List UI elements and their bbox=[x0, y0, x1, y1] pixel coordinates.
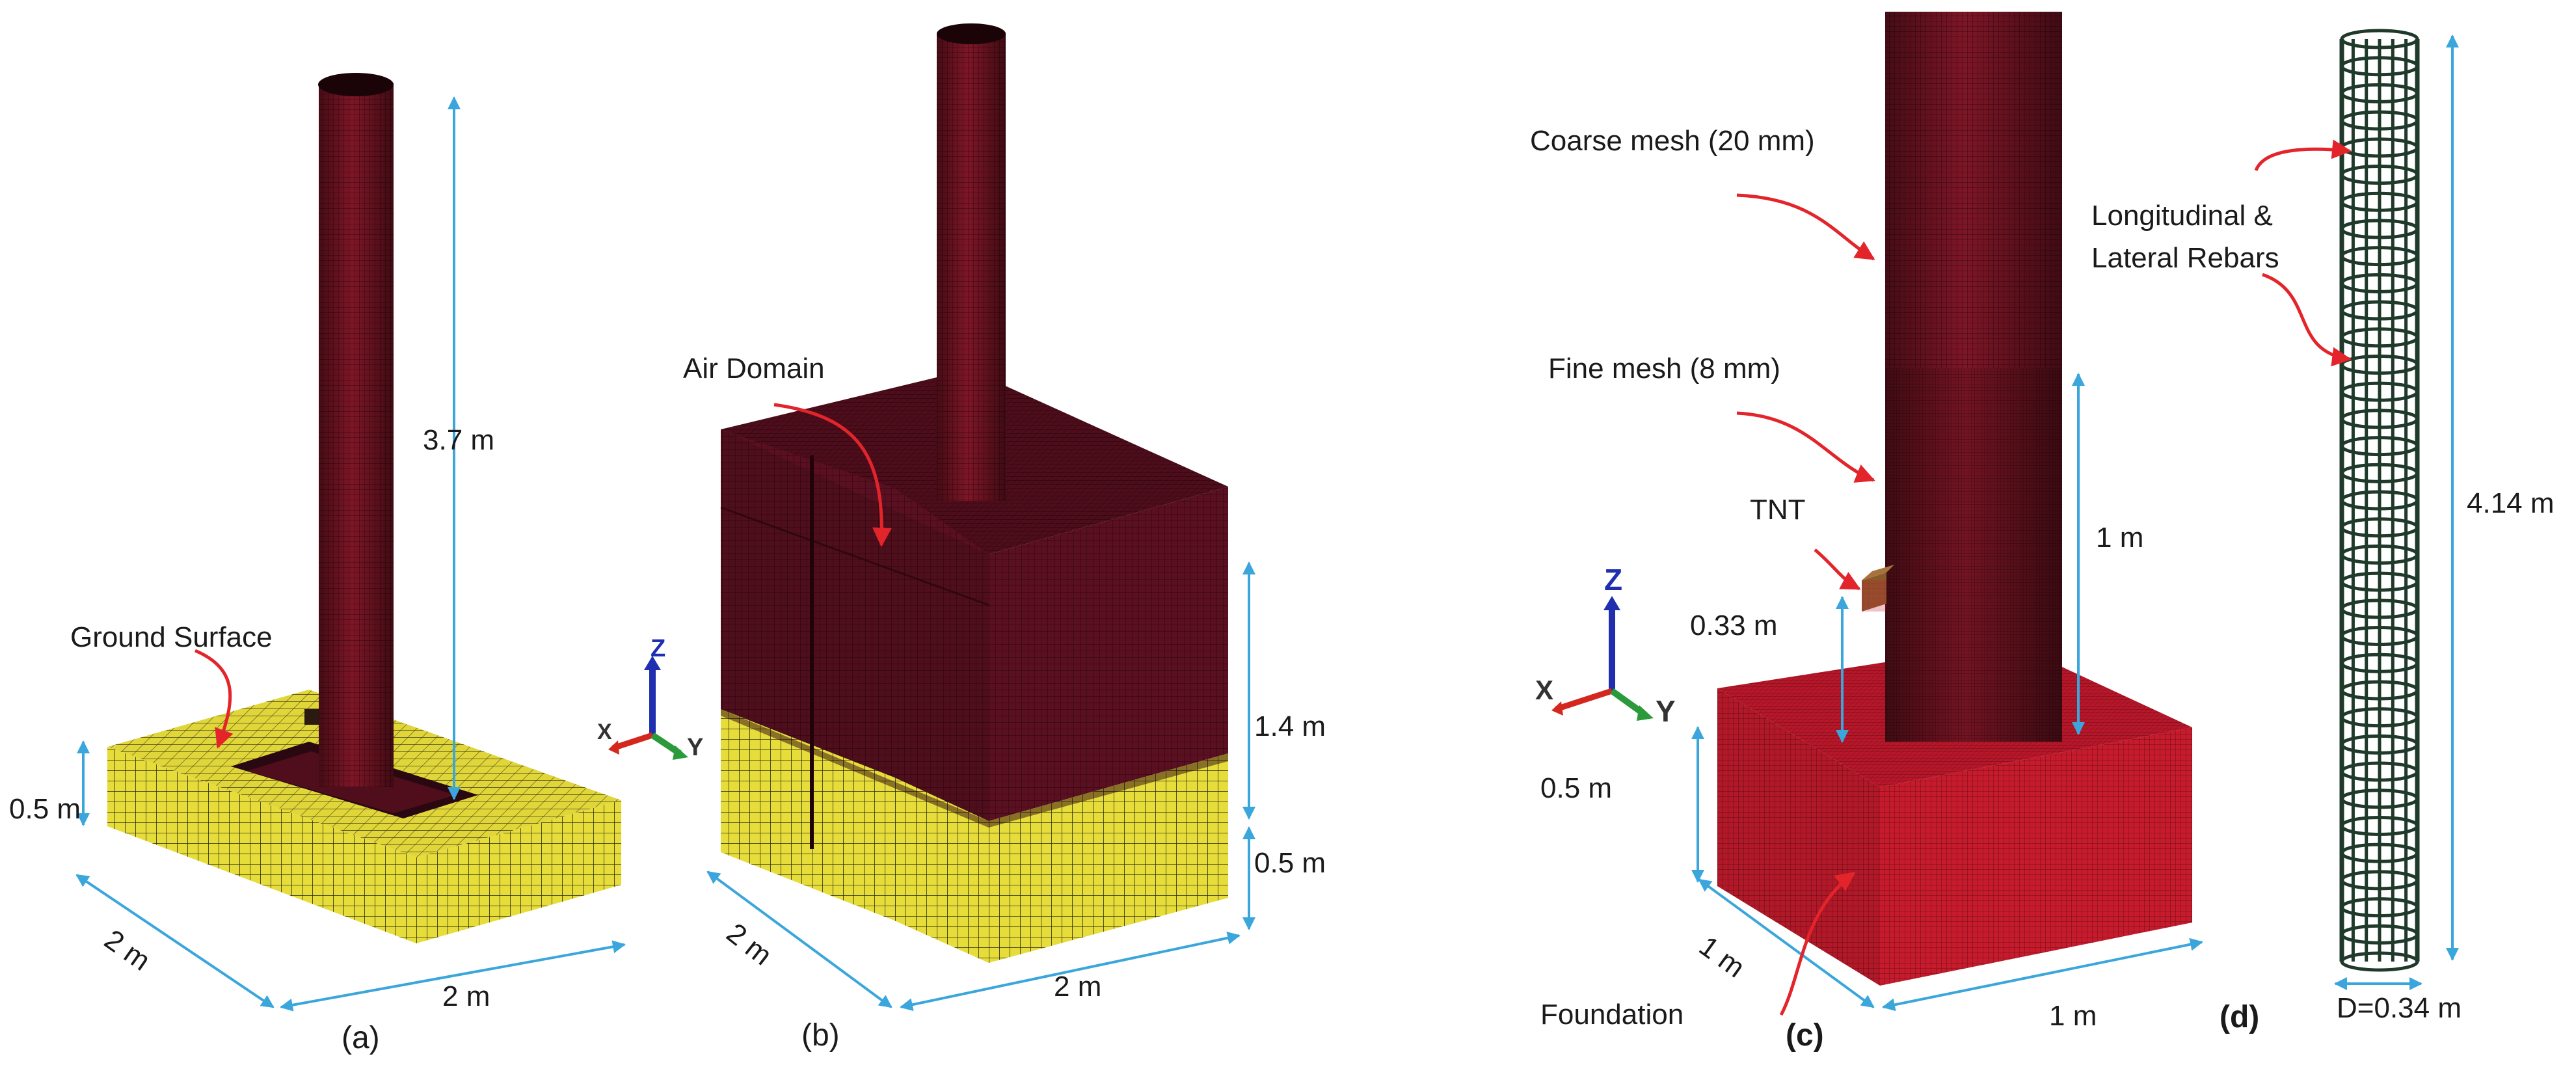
axis-z-label-c: Z bbox=[1604, 563, 1623, 597]
lateral-hoop bbox=[2340, 734, 2419, 755]
label-width-right-a: 2 m bbox=[442, 980, 490, 1012]
lateral-hoop bbox=[2340, 56, 2419, 77]
caption-c: (c) bbox=[1786, 1018, 1824, 1053]
lateral-hoop bbox=[2340, 599, 2419, 619]
arrow-rebar-mid bbox=[2262, 273, 2352, 367]
label-height-d: 4.14 m bbox=[2467, 487, 2555, 519]
lateral-hoop bbox=[2340, 300, 2419, 321]
lateral-hoop bbox=[2340, 626, 2419, 647]
lateral-hoop bbox=[2340, 707, 2419, 728]
lateral-hoop bbox=[2340, 273, 2419, 293]
column-a-top bbox=[318, 73, 394, 96]
lateral-hoop bbox=[2340, 571, 2419, 592]
label-rebars-line1: Longitudinal & bbox=[2091, 200, 2273, 232]
foundation-right-face bbox=[1880, 727, 2192, 986]
axis-triad-b bbox=[608, 656, 688, 760]
lateral-hoop bbox=[2340, 83, 2419, 103]
dim-width-left-c bbox=[1698, 878, 1875, 1008]
label-rebars-line2: Lateral Rebars bbox=[2091, 242, 2279, 274]
tnt-charge bbox=[1862, 565, 1894, 612]
label-soil-height-b: 0.5 m bbox=[1254, 847, 1326, 879]
lateral-hoop bbox=[2340, 680, 2419, 701]
air-front-face bbox=[894, 488, 989, 821]
lateral-hoop bbox=[2340, 327, 2419, 348]
dim-width-right-c bbox=[1882, 937, 2203, 1012]
panel-b bbox=[608, 23, 1255, 1012]
label-coarse-mesh: Coarse mesh (20 mm) bbox=[1530, 125, 1815, 157]
dim-width-left-a bbox=[75, 874, 275, 1008]
label-tnt-height-c: 0.33 m bbox=[1690, 610, 1778, 641]
arrow-air-domain bbox=[773, 403, 892, 547]
label-fine-mesh: Fine mesh (8 mm) bbox=[1548, 353, 1780, 384]
label-air-domain: Air Domain bbox=[683, 353, 825, 384]
dim-width-right-b bbox=[900, 931, 1241, 1012]
lateral-hoop bbox=[2340, 544, 2419, 565]
label-diameter-d: D=0.34 m bbox=[2337, 992, 2462, 1024]
arrow-coarse bbox=[1736, 193, 1875, 261]
panel-c bbox=[1551, 12, 2203, 1016]
lateral-hoop bbox=[2340, 29, 2419, 49]
lateral-hoop bbox=[2340, 381, 2419, 402]
air-right-face bbox=[989, 487, 1228, 821]
dim-width-right-a bbox=[280, 940, 626, 1012]
label-depth-a: 0.5 m bbox=[9, 793, 81, 825]
lateral-hoop bbox=[2340, 409, 2419, 429]
axis-z-label-b: Z bbox=[651, 635, 666, 662]
dim-width-left-b bbox=[706, 870, 892, 1008]
caption-a: (a) bbox=[342, 1021, 380, 1055]
lateral-hoop bbox=[2340, 436, 2419, 457]
lateral-hoop bbox=[2340, 165, 2419, 185]
axis-y-label-b: Y bbox=[687, 734, 704, 761]
lateral-hoop bbox=[2340, 110, 2419, 131]
lateral-hoop bbox=[2340, 870, 2419, 891]
axis-x-label-b: X bbox=[597, 720, 612, 744]
lateral-hoop bbox=[2340, 463, 2419, 483]
label-depth-c: 0.5 m bbox=[1540, 772, 1613, 804]
lateral-hoop bbox=[2340, 924, 2419, 945]
lateral-hoop bbox=[2340, 517, 2419, 538]
caption-b: (b) bbox=[801, 1018, 840, 1053]
label-ground-surface: Ground Surface bbox=[70, 621, 273, 653]
lateral-hoop bbox=[2340, 219, 2419, 239]
label-width-right-b: 2 m bbox=[1054, 971, 1102, 1003]
rebar-cage bbox=[2339, 29, 2420, 972]
panel-d bbox=[2254, 29, 2459, 990]
column-b-top bbox=[937, 23, 1006, 44]
arrow-ground-surface bbox=[195, 649, 234, 749]
label-tnt: TNT bbox=[1750, 494, 1806, 526]
arrow-tnt bbox=[1814, 548, 1861, 591]
soil-left-face bbox=[107, 747, 416, 943]
lateral-hoop bbox=[2340, 191, 2419, 212]
lateral-hoop bbox=[2340, 951, 2419, 972]
soil-b-front-face bbox=[894, 777, 989, 963]
lateral-hoop bbox=[2340, 246, 2419, 267]
label-air-height-b: 1.4 m bbox=[1254, 710, 1326, 742]
label-foundation: Foundation bbox=[1540, 999, 1684, 1031]
lateral-hoop bbox=[2340, 843, 2419, 863]
axis-triad-c bbox=[1551, 596, 1654, 721]
axis-y-label-c: Y bbox=[1656, 694, 1676, 728]
lateral-hoop bbox=[2340, 653, 2419, 673]
label-height-a: 3.7 m bbox=[423, 424, 495, 456]
label-width-right-c: 1 m bbox=[2049, 1000, 2097, 1032]
arrow-fine bbox=[1736, 411, 1875, 483]
lateral-hoop bbox=[2340, 815, 2419, 836]
lateral-hoop bbox=[2340, 897, 2419, 918]
arrow-foundation bbox=[1779, 871, 1856, 1016]
label-fine-height-c: 1 m bbox=[2096, 522, 2144, 554]
lateral-hoop bbox=[2340, 490, 2419, 511]
axis-x-label-c: X bbox=[1535, 675, 1554, 705]
soil-right-face bbox=[416, 800, 621, 943]
lateral-hoop bbox=[2340, 761, 2419, 782]
lateral-hoop bbox=[2340, 789, 2419, 809]
air-left-face bbox=[721, 429, 894, 821]
panel-a bbox=[75, 73, 626, 1012]
soil-b-left-face bbox=[721, 709, 894, 921]
caption-d: (d) bbox=[2220, 1000, 2260, 1034]
arrow-rebar-top bbox=[2254, 139, 2352, 172]
